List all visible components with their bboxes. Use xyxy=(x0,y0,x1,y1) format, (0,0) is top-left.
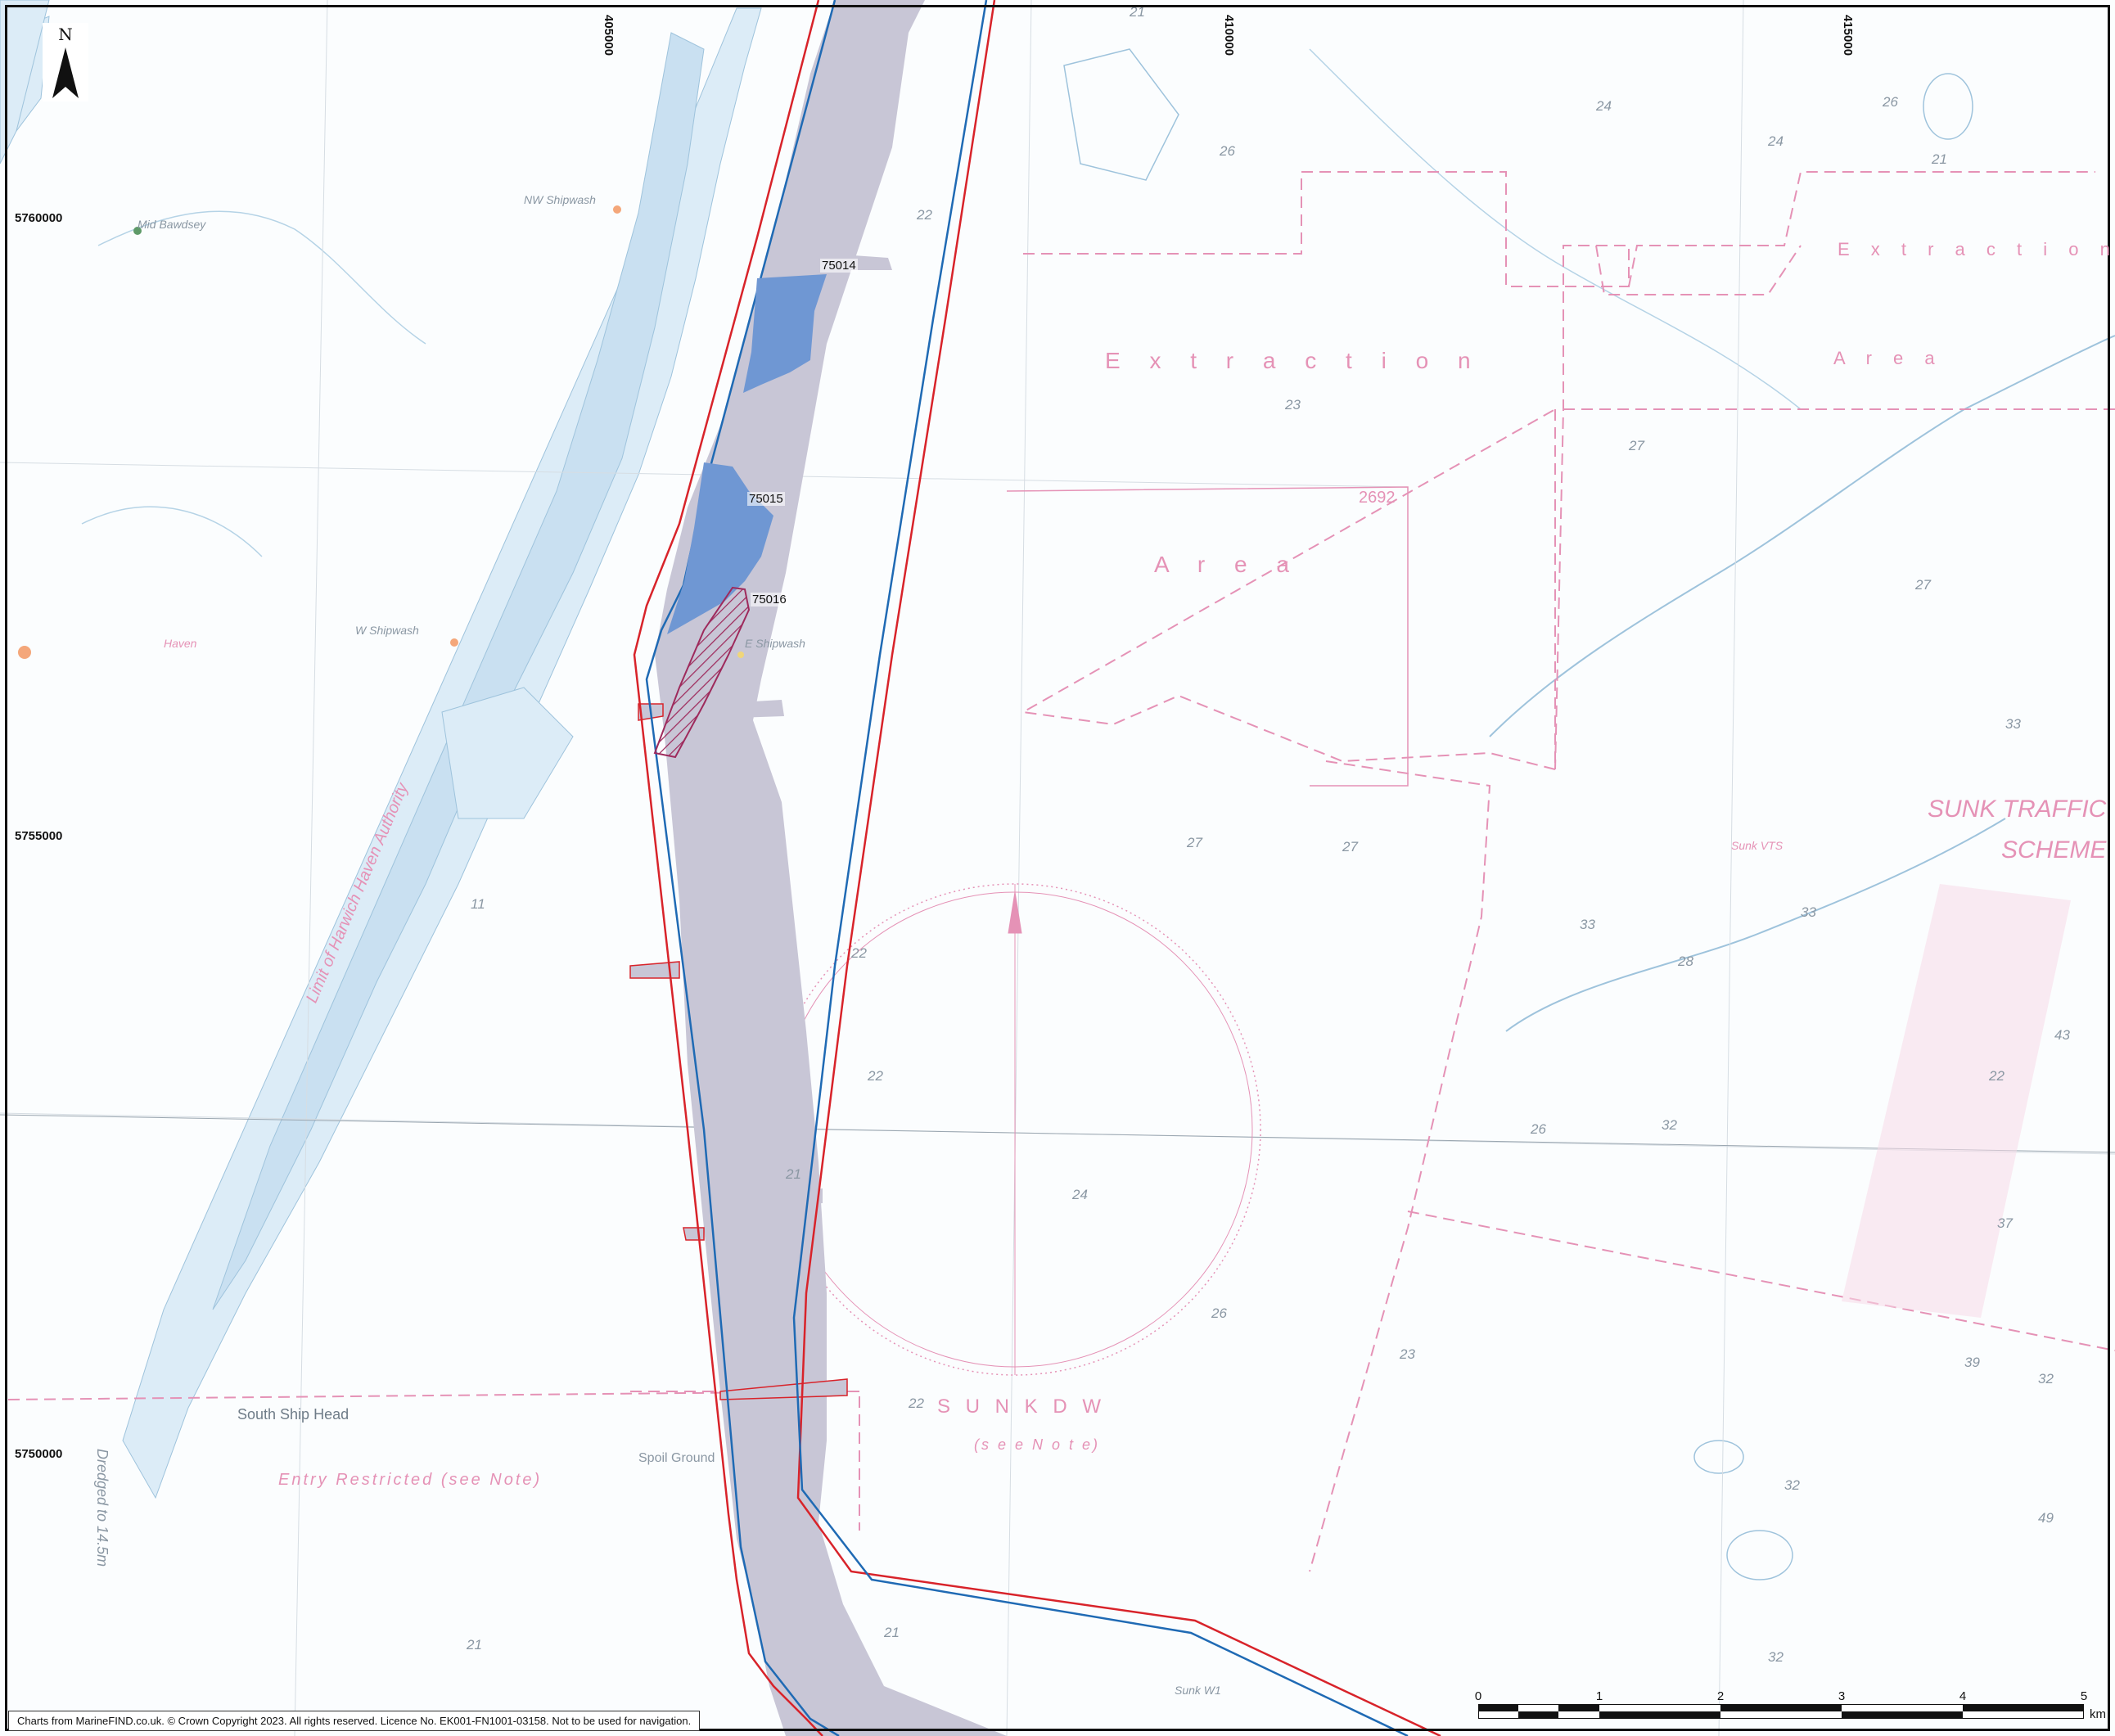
area-75014-shape xyxy=(743,274,827,393)
area-label-75015[interactable]: 75015 xyxy=(747,492,785,506)
svg-text:27: 27 xyxy=(1342,839,1358,854)
svg-text:22: 22 xyxy=(908,1396,924,1411)
area-75016-shape xyxy=(653,586,751,759)
svg-text:39: 39 xyxy=(1964,1355,1980,1370)
extraction-label-1: E x t r a c t i o n xyxy=(1105,348,1482,373)
northing-label-5760000: 5760000 xyxy=(15,211,63,225)
depth-soundings: 21 24 26 26 24 22 23 27 27 33 27 33 43 22 37 24 23 2… xyxy=(466,4,2070,1665)
area-2692-boundary xyxy=(1006,486,1409,787)
scale-tick-5: 5 xyxy=(2080,1689,2088,1703)
svg-text:43: 43 xyxy=(2054,1027,2070,1043)
svg-text:32: 32 xyxy=(1768,1649,1784,1665)
svg-text:26: 26 xyxy=(1211,1305,1227,1321)
svg-text:24: 24 xyxy=(1767,133,1784,149)
coastline xyxy=(0,0,50,165)
svg-text:26: 26 xyxy=(1882,94,1898,110)
dredged-label: Dredged to 14.5m xyxy=(94,1449,110,1567)
svg-text:22: 22 xyxy=(1988,1068,2005,1084)
area-75015-shape xyxy=(667,462,773,634)
svg-text:21: 21 xyxy=(466,1637,482,1653)
scale-unit: km xyxy=(2090,1707,2106,1721)
svg-text:32: 32 xyxy=(2038,1371,2054,1387)
shoal-areas xyxy=(7,7,2115,1580)
northing-label-5750000: 5750000 xyxy=(15,1447,63,1461)
entry-restricted-label: Entry Restricted (see Note) xyxy=(278,1471,543,1489)
area-label-75016[interactable]: 75016 xyxy=(751,593,788,606)
area-label-2: A r e a xyxy=(1833,348,1943,368)
spoil-ground-label: Spoil Ground xyxy=(638,1451,715,1465)
area-label-75014[interactable]: 75014 xyxy=(820,259,858,273)
svg-text:27: 27 xyxy=(1186,835,1202,850)
svg-text:49: 49 xyxy=(2038,1510,2054,1526)
area-2692-label: 2692 xyxy=(1359,489,1396,507)
scale-tick-1: 1 xyxy=(1595,1689,1603,1703)
svg-text:23: 23 xyxy=(1284,397,1301,413)
scale-tick-4: 4 xyxy=(1959,1689,1967,1703)
north-arrow: N xyxy=(43,23,88,101)
svg-text:37: 37 xyxy=(1997,1215,2013,1231)
south-ship-head-label: South Ship Head xyxy=(237,1406,349,1423)
nw-shipwash-label: NW Shipwash xyxy=(524,193,596,206)
navigation-buoys xyxy=(18,205,744,659)
latitude-scale xyxy=(0,1114,2115,1153)
easting-label-405000: 405000 xyxy=(602,15,616,56)
svg-text:22: 22 xyxy=(867,1068,883,1084)
svg-text:24: 24 xyxy=(1595,98,1612,114)
svg-text:27: 27 xyxy=(1914,577,1931,593)
svg-text:21: 21 xyxy=(1931,151,1947,167)
haven-label: Haven xyxy=(164,637,197,650)
svg-text:26: 26 xyxy=(1530,1121,1546,1137)
svg-text:22: 22 xyxy=(916,207,932,223)
svg-text:26: 26 xyxy=(1219,143,1235,159)
sunk-dw-label: S U N K D W xyxy=(937,1396,1107,1418)
svg-text:33: 33 xyxy=(2005,716,2021,732)
copyright-footer: Charts from MarineFIND.co.uk. © Crown Co… xyxy=(8,1711,701,1731)
area-label-1: A r e a xyxy=(1154,552,1301,577)
extraction-label-2: E x t r a c t i o n xyxy=(1838,239,2115,259)
scale-tick-2: 2 xyxy=(1716,1689,1725,1703)
easting-label-410000: 410000 xyxy=(1222,15,1236,56)
sunk-w1-label: Sunk W1 xyxy=(1175,1684,1221,1697)
scale-bar-graphic xyxy=(1478,1704,2084,1719)
traffic-scheme-zone xyxy=(1842,884,2071,1318)
north-label: N xyxy=(58,25,73,44)
scale-tick-3: 3 xyxy=(1838,1689,1846,1703)
svg-text:23: 23 xyxy=(1399,1346,1415,1362)
svg-text:33: 33 xyxy=(1580,917,1595,932)
svg-text:27: 27 xyxy=(1628,438,1644,453)
dredged-channel xyxy=(655,0,1007,1736)
sunk-traffic-label: SUNK TRAFFIC xyxy=(1928,796,2107,823)
see-note-label: (s e e N o t e) xyxy=(974,1436,1101,1453)
scale-bar: 0 1 2 3 4 5 km xyxy=(1474,1689,2106,1722)
scale-tick-0: 0 xyxy=(1474,1689,1482,1703)
e-shipwash-label: E Shipwash xyxy=(745,637,805,650)
svg-text:24: 24 xyxy=(1071,1187,1088,1202)
svg-text:32: 32 xyxy=(1662,1117,1677,1133)
svg-text:21: 21 xyxy=(883,1625,900,1640)
svg-text:21: 21 xyxy=(1129,4,1145,20)
blue-boundary-line xyxy=(645,0,1409,1736)
northing-label-5755000: 5755000 xyxy=(15,829,63,843)
mid-bawdsey-label: Mid Bawdsey xyxy=(138,218,206,231)
svg-text:11: 11 xyxy=(471,896,485,912)
svg-text:32: 32 xyxy=(1784,1477,1800,1493)
svg-text:22: 22 xyxy=(850,945,867,961)
scheme-label: SCHEME xyxy=(2001,836,2107,863)
w-shipwash-label: W Shipwash xyxy=(355,624,419,637)
svg-text:28: 28 xyxy=(1677,954,1693,969)
red-boundary-line xyxy=(633,0,1441,1736)
extraction-boundaries xyxy=(7,171,2115,1572)
easting-label-415000: 415000 xyxy=(1841,15,1855,56)
north-arrow-icon xyxy=(52,47,79,98)
sunk-vts-label: Sunk VTS xyxy=(1731,839,1784,852)
svg-text:33: 33 xyxy=(1801,904,1816,920)
svg-text:21: 21 xyxy=(785,1166,801,1182)
